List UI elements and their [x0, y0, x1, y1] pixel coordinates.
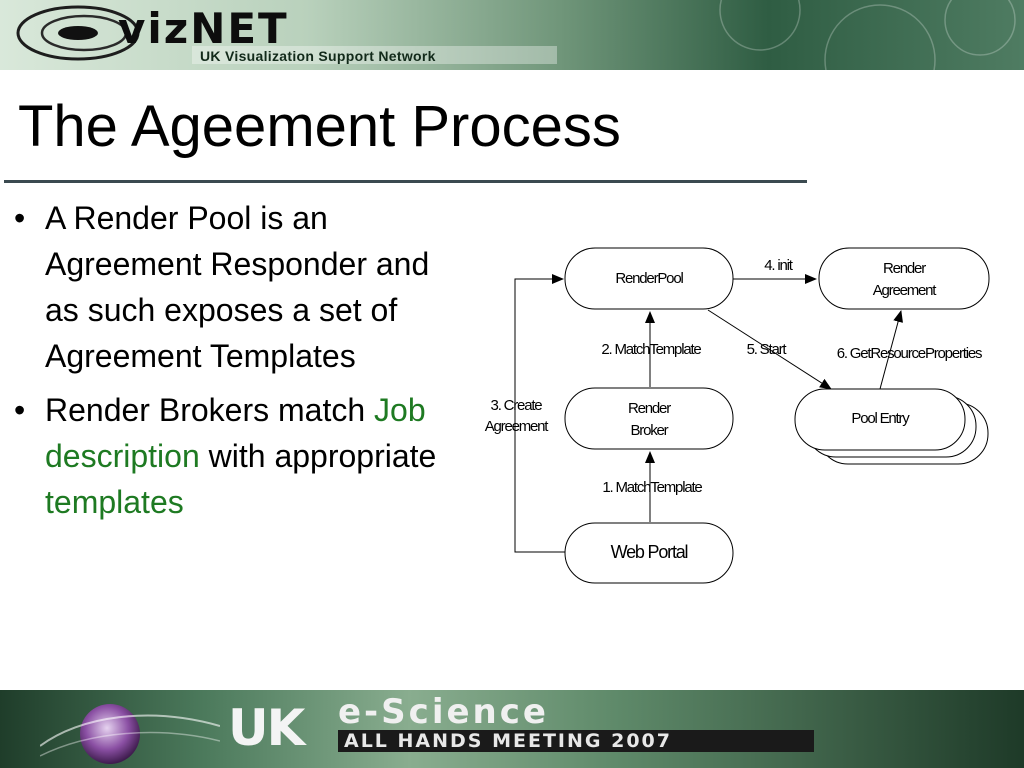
node-web-portal: [564, 522, 734, 584]
edge-label-start: 5. Start: [747, 341, 788, 358]
edge-label-match-template-1: 1. MatchTemplate: [602, 479, 702, 496]
node-pool-entry-label: Pool Entry: [851, 410, 910, 427]
logo-subtitle: UK Visualization Support Network: [200, 48, 436, 64]
node-web-portal-label: Web Portal: [611, 542, 688, 562]
vizNET-logo: vizNET: [118, 4, 289, 53]
header-banner: vizNET UK Visualization Support Network: [0, 0, 1024, 70]
edge-label-create-agreement: Agreement: [485, 418, 550, 435]
logo-subtitle-bar: [192, 46, 557, 64]
bullet-text: Render Brokers match: [45, 392, 375, 428]
slide-title: The Ageement Process: [18, 94, 621, 159]
banner-swirl-decoration: [16, 0, 1016, 70]
agreement-process-diagram: RenderPool Render Agreement Render Broke…: [485, 247, 990, 584]
node-pool-entry: [794, 388, 966, 451]
bullet-dot: •: [14, 392, 26, 428]
uk-logo: UK: [228, 699, 305, 757]
escience-logo: e-Science: [338, 692, 549, 732]
node-render-pool-label: RenderPool: [615, 270, 683, 287]
node-render-broker-label: Broker: [631, 422, 669, 439]
node-render-agreement: [818, 247, 990, 310]
node-render-broker-label: Render: [628, 400, 671, 417]
footer-banner: UK e-Science ALL HANDS MEETING 2007: [0, 690, 1024, 768]
edge-label-match-template-2: 2. MatchTemplate: [601, 341, 701, 358]
edge-label-get-resource-properties: 6. GetResourceProperties: [837, 345, 982, 362]
bullet-text: A Render Pool is an Agreement Responder …: [45, 200, 430, 374]
edge-create-agreement: [514, 274, 565, 553]
node-render-agreement-label: Agreement: [873, 282, 938, 299]
bullet-list: • A Render Pool is an Agreement Responde…: [8, 195, 468, 533]
edge-label-init: 4. init: [764, 257, 793, 274]
node-render-broker: [564, 387, 734, 450]
bullet-dot: •: [14, 200, 26, 236]
templates-highlight: templates: [45, 484, 184, 520]
title-divider: [4, 180, 807, 183]
bullet-item: • Render Brokers match Job description w…: [8, 387, 468, 525]
node-render-agreement-label: Render: [883, 260, 926, 277]
edge-get-resource-properties: [879, 310, 903, 390]
job-description-highlight: Job description: [45, 392, 426, 474]
edge-label-create-agreement: 3. Create: [491, 397, 543, 414]
bullet-text: with appropriate: [199, 438, 437, 474]
globe-icon: [40, 704, 220, 764]
event-bar: [338, 730, 814, 752]
node-render-pool: [564, 247, 734, 310]
bullet-item: • A Render Pool is an Agreement Responde…: [8, 195, 468, 379]
edge-start: [707, 309, 832, 390]
event-name: ALL HANDS MEETING 2007: [344, 730, 672, 752]
